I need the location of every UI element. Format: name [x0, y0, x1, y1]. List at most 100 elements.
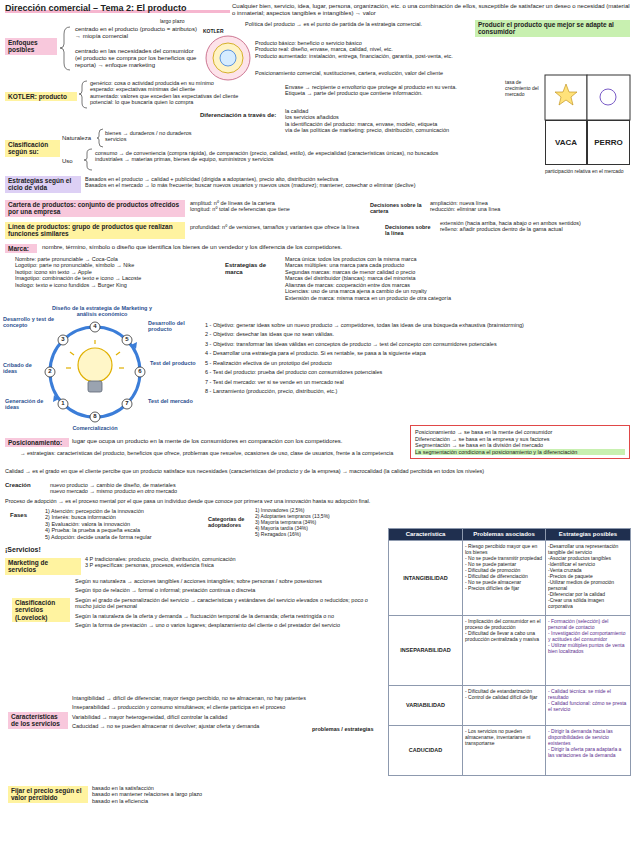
note-text: Marca única: todos los productos con la …	[285, 256, 630, 262]
note-text: Isotipo: icono sin texto → Apple	[15, 269, 220, 275]
text-group: Test del producto	[150, 360, 200, 366]
table-cell: - Los servicios no pueden almacenarse, i…	[463, 726, 546, 776]
text-group: la calidadlos servicios añadidosla ident…	[285, 108, 500, 134]
highlight-box: Línea de productos: grupo de productos q…	[5, 222, 185, 239]
node-text: Marketing de servicios	[8, 559, 78, 574]
note-text: - Precios difíciles de fijar	[465, 585, 543, 591]
text-group: Cribado de ideas	[3, 362, 45, 375]
note-text: CADUCIDAD	[409, 747, 442, 754]
text-group: 1) Atención: percepción de la innovación…	[45, 508, 205, 540]
highlight-box: Marketing de servicios	[5, 558, 81, 575]
highlight-box: Estrategias según el ciclo de vida	[5, 176, 81, 193]
node-text: Características de los servicios	[11, 713, 65, 728]
note-text: lugar que ocupa un producto en la mente …	[72, 438, 405, 445]
note-text: - Utilizar múltiples puntos de venta bie…	[548, 642, 628, 654]
note-text: - Formación (selección) del personal de …	[548, 618, 628, 630]
text-group: largo plazo	[160, 19, 205, 25]
text-group: Marca única: todos los productos con la …	[285, 256, 630, 301]
light-ray	[70, 352, 74, 355]
note-text: Comercialización	[60, 425, 130, 431]
note-text: INTANGIBILIDAD	[403, 575, 448, 582]
note-text: Fases	[10, 512, 42, 519]
text-group: problemas / estrategias	[312, 726, 382, 732]
services-table: CaracterísticaProblemas asociadosEstrate…	[388, 528, 631, 776]
text-group: Desarrollo del producto	[148, 320, 200, 333]
note-text: centrado en las necesidades del consumid…	[75, 48, 200, 69]
node-text: KOTLER: producto	[8, 93, 74, 100]
note-text: 2	[45, 368, 55, 375]
light-ray	[94, 340, 95, 344]
note-text: - Dificultad de diferenciación	[465, 573, 543, 579]
highlight-box: Posicionamiento:	[5, 438, 69, 447]
highlight-box: Fijar el precio según el valor percibido	[8, 786, 88, 803]
text-group: nombre, término, símbolo o diseño que id…	[42, 244, 630, 251]
text-group: Decisiones sobre la cartera	[370, 202, 425, 215]
note-text: largo plazo	[160, 19, 205, 25]
note-text: 4	[90, 323, 100, 330]
note-text: - Dirigir la demanda hacia las disponibi…	[548, 728, 628, 746]
text-group: 6	[135, 368, 145, 375]
table-cell: - Formación (selección) del personal de …	[546, 616, 631, 686]
node-text: Fijar el precio según el valor percibido	[11, 787, 85, 802]
page-title: Dirección comercial – Tema 2: El product…	[5, 3, 230, 13]
table-cell: Característica	[389, 529, 463, 541]
note-text: 5) Adopción: decide usarla de forma regu…	[45, 534, 205, 540]
text-group: 3	[58, 336, 68, 343]
note-text: 7	[122, 400, 132, 407]
text-group: Fases	[10, 512, 42, 519]
note-text: - Riesgo percibido mayor que en los bien…	[465, 543, 543, 555]
note-text: - Dificultad de llevar a cabo una produc…	[465, 630, 543, 642]
text-group: tasa de crecimiento del mercado	[505, 80, 543, 98]
note-text: Caducidad → no se pueden almacenar ni de…	[72, 723, 307, 729]
note-text: Imagotipo: combinación de texto e icono …	[15, 275, 220, 281]
number-circle	[122, 399, 132, 409]
text-group: basado en la satisfacciónbasado en mante…	[92, 785, 342, 804]
lightbulb-base	[88, 381, 102, 392]
light-ray	[119, 367, 124, 368]
note-text: los servicios añadidos	[285, 114, 500, 120]
note-text: 5 - Realización efectiva de un prototipo…	[205, 360, 630, 366]
text-group: genérico: cosa o actividad producida en …	[90, 80, 280, 106]
note-text: Categorías de adoptadores	[208, 516, 253, 529]
text-group: Calidad → es el grado en que el cliente …	[5, 468, 630, 474]
note-text: - Calidad técnica: se mide el resultado	[548, 688, 628, 700]
table-cell: Estrategias posibles	[546, 529, 631, 541]
note-text: Isologo: texto e icono fundidos → Burger…	[15, 282, 220, 288]
text-group: Categorías de adoptadores	[208, 516, 253, 529]
note-text: Generación de ideas	[5, 398, 50, 411]
note-text: Estrategias posibles	[548, 531, 628, 538]
light-ray	[116, 352, 120, 355]
note-text: Según su naturaleza → acciones tangibles…	[75, 578, 385, 584]
note-text: longitud: nº total de referencias que ti…	[190, 206, 365, 212]
note-text: - Investigación del comportamiento y act…	[548, 630, 628, 642]
text-group: Política del producto → es el punto de p…	[245, 21, 473, 27]
note-text: Diferenciación a través de:	[200, 112, 280, 119]
note-text: ampliación: nueva línea	[430, 200, 550, 206]
highlight-box: Clasificación servicios (Lovelock)	[12, 598, 70, 622]
note-text: 2) Interés: busca información	[45, 514, 205, 520]
note-text: Basados en el producto → calidad + publi…	[85, 176, 500, 182]
note-text: Segundas marcas: marcas de menor calidad…	[285, 269, 630, 275]
number-circle	[122, 335, 132, 345]
number-circle	[135, 367, 145, 377]
highlight-box: Clasificación según su:	[5, 140, 60, 157]
text-group: nuevo producto → cambio de diseño, de ma…	[50, 482, 380, 495]
note-text: VARIABILIDAD	[406, 702, 445, 709]
note-text: 8	[90, 413, 100, 420]
text-group: Nombre: parte pronunciable → Coca-ColaLo…	[15, 256, 220, 288]
text-group: Diferenciación a través de:	[200, 112, 280, 119]
text-group: 1	[58, 400, 68, 407]
note-text: 5) Rezagados (16%)	[255, 532, 385, 538]
node-text: Clasificación servicios (Lovelock)	[15, 599, 67, 621]
note-text: Según la naturaleza de la oferta y deman…	[75, 613, 385, 619]
note-text: participación relativa en el mercado	[545, 169, 630, 175]
note-text: - Dificultad de estandarización	[465, 688, 543, 694]
note-text: -Diferenciar por la calidad	[548, 591, 628, 597]
node-text: Estrategias según el ciclo de vida	[8, 177, 78, 192]
note-text: esperado: expectativas mínimas del clien…	[90, 86, 280, 92]
note-text: Diseño de la estrategia de Marketing y a…	[47, 305, 157, 318]
matrix-quadrant: VACA	[545, 120, 587, 165]
note-text: 3 - Objetivo: transformar las ideas váli…	[205, 341, 630, 347]
